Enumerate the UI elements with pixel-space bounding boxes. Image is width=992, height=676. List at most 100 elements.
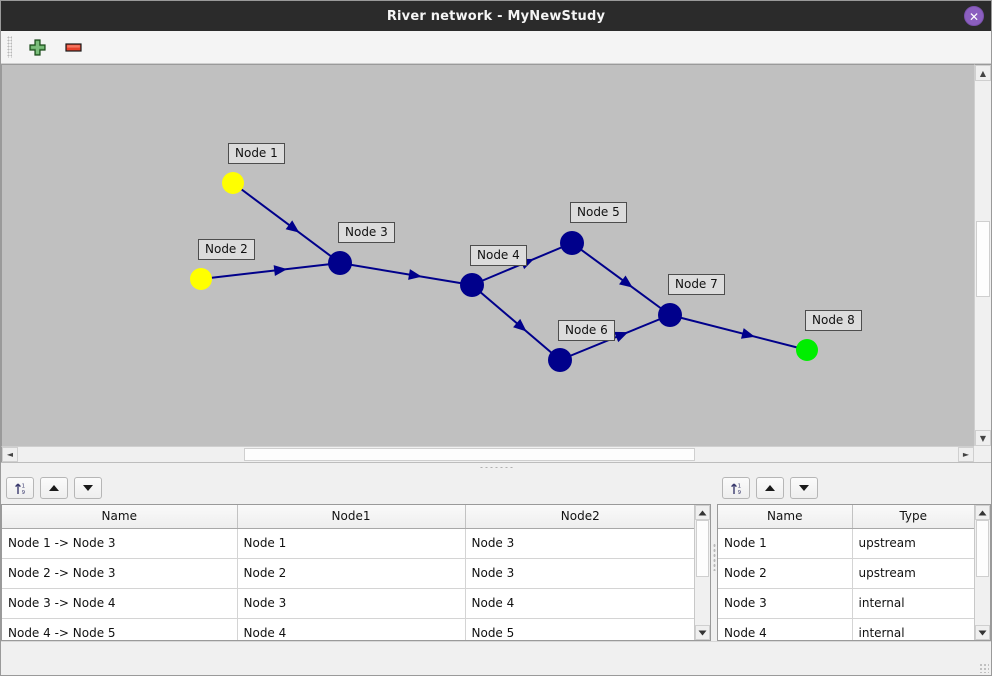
edge-Node1-Node3[interactable]: [232, 182, 341, 264]
branches-scroll-track[interactable]: [695, 520, 710, 625]
window-title: River network - MyNewStudy: [386, 8, 606, 24]
nodes-table-scrollbar[interactable]: [974, 505, 990, 640]
nodes-scroll-up-arrow[interactable]: [975, 505, 990, 520]
red-minus-icon: [64, 43, 82, 52]
nodes-move-down-button[interactable]: [790, 477, 818, 499]
cell-name[interactable]: Node 1 -> Node 3: [2, 528, 238, 559]
cell-name[interactable]: Node 2 -> Node 3: [2, 558, 238, 589]
edge-Node3-Node4[interactable]: [339, 262, 473, 286]
branches-sort-button[interactable]: 1 9: [6, 477, 34, 499]
node-label-node2[interactable]: Node 2: [198, 239, 255, 260]
column-header-type[interactable]: Type: [852, 505, 974, 529]
node-label-node4[interactable]: Node 4: [470, 245, 527, 266]
window-resize-grip[interactable]: [979, 663, 989, 673]
toolbar-drag-handle[interactable]: [7, 36, 12, 58]
branches-move-down-button[interactable]: [74, 477, 102, 499]
graph-node-node7[interactable]: [658, 303, 682, 327]
title-bar: River network - MyNewStudy ✕: [1, 1, 991, 31]
scroll-up-arrow[interactable]: ▲: [975, 65, 991, 81]
vertical-splitter[interactable]: [711, 472, 717, 641]
cell-node2[interactable]: Node 3: [465, 558, 694, 589]
branches-table-scrollbar[interactable]: [694, 505, 710, 640]
branches-move-up-button[interactable]: [40, 477, 68, 499]
cell-type[interactable]: upstream: [852, 528, 974, 559]
edge-Node6-Node7[interactable]: [559, 314, 671, 361]
cell-node1[interactable]: Node 3: [237, 588, 466, 619]
column-header-node1[interactable]: Node1: [237, 505, 466, 529]
vertical-scroll-thumb[interactable]: [976, 220, 990, 298]
cell-name[interactable]: Node 3 -> Node 4: [2, 588, 238, 619]
edge-arrowhead: [740, 328, 755, 339]
cell-type[interactable]: internal: [852, 588, 974, 619]
graph-node-node3[interactable]: [328, 251, 352, 275]
edge-arrowhead: [285, 220, 300, 233]
horizontal-scroll-thumb[interactable]: [243, 448, 695, 461]
edge-Node4-Node6[interactable]: [471, 284, 561, 361]
remove-node-button[interactable]: [60, 34, 86, 60]
node-label-node7[interactable]: Node 7: [668, 274, 725, 295]
cell-node2[interactable]: Node 3: [465, 528, 694, 559]
edge-Node7-Node8[interactable]: [669, 314, 808, 351]
cell-name[interactable]: Node 1: [718, 528, 853, 559]
nodes-scroll-thumb[interactable]: [976, 520, 989, 577]
nodes-scroll-track[interactable]: [975, 520, 990, 625]
graph-node-node6[interactable]: [548, 348, 572, 372]
node-label-node1[interactable]: Node 1: [228, 143, 285, 164]
cell-name[interactable]: Node 4 -> Node 5: [2, 618, 238, 640]
graph-node-node5[interactable]: [560, 231, 584, 255]
nodes-scroll-down-arrow[interactable]: [975, 625, 990, 640]
cell-node1[interactable]: Node 2: [237, 558, 466, 589]
edge-Node5-Node7[interactable]: [571, 242, 671, 316]
cell-node1[interactable]: Node 4: [237, 618, 466, 640]
canvas-horizontal-scrollbar[interactable]: ◄ ►: [1, 446, 974, 462]
scroll-left-arrow[interactable]: ◄: [2, 447, 18, 462]
column-header-name[interactable]: Name: [718, 505, 853, 529]
node-label-node5[interactable]: Node 5: [570, 202, 627, 223]
cell-node1[interactable]: Node 1: [237, 528, 466, 559]
branches-scroll-thumb[interactable]: [696, 520, 709, 577]
graph-node-node1[interactable]: [222, 172, 244, 194]
nodes-move-up-button[interactable]: [756, 477, 784, 499]
horizontal-scroll-track[interactable]: [18, 447, 958, 462]
graph-node-node4[interactable]: [460, 273, 484, 297]
graph-node-node2[interactable]: [190, 268, 212, 290]
branches-scroll-down-arrow[interactable]: [695, 625, 710, 640]
edge-Node2-Node3[interactable]: [200, 262, 341, 280]
cell-node2[interactable]: Node 4: [465, 588, 694, 619]
branches-scroll-up-arrow[interactable]: [695, 505, 710, 520]
canvas-vertical-scrollbar[interactable]: ▲ ▼: [974, 64, 991, 446]
column-header-name[interactable]: Name: [2, 505, 238, 529]
cell-name[interactable]: Node 3: [718, 588, 853, 619]
triangle-down-icon: [83, 485, 93, 491]
add-node-button[interactable]: [24, 34, 50, 60]
node-label-node3[interactable]: Node 3: [338, 222, 395, 243]
scroll-right-arrow[interactable]: ►: [958, 447, 974, 462]
graph-node-node8[interactable]: [796, 339, 818, 361]
column-header-node2[interactable]: Node2: [465, 505, 694, 529]
horizontal-splitter[interactable]: [1, 462, 991, 472]
cell-type[interactable]: upstream: [852, 558, 974, 589]
cell-type[interactable]: internal: [852, 618, 974, 640]
network-diagram-canvas[interactable]: Node 1 Node 2 Node 3 Node 4 Node 5 Node 6 Node…: [1, 64, 974, 446]
cell-name[interactable]: Node 2: [718, 558, 853, 589]
node-label-node8[interactable]: Node 8: [805, 310, 862, 331]
scroll-down-arrow[interactable]: ▼: [975, 430, 991, 446]
cell-name[interactable]: Node 4: [718, 618, 853, 640]
vertical-scroll-track[interactable]: [975, 81, 991, 430]
toolbar: [1, 31, 991, 64]
close-glyph: ✕: [968, 10, 980, 24]
cell-node2[interactable]: Node 5: [465, 618, 694, 640]
node-label-node6[interactable]: Node 6: [558, 320, 615, 341]
close-icon[interactable]: ✕: [964, 6, 984, 26]
nodes-sort-button[interactable]: 1 9: [722, 477, 750, 499]
